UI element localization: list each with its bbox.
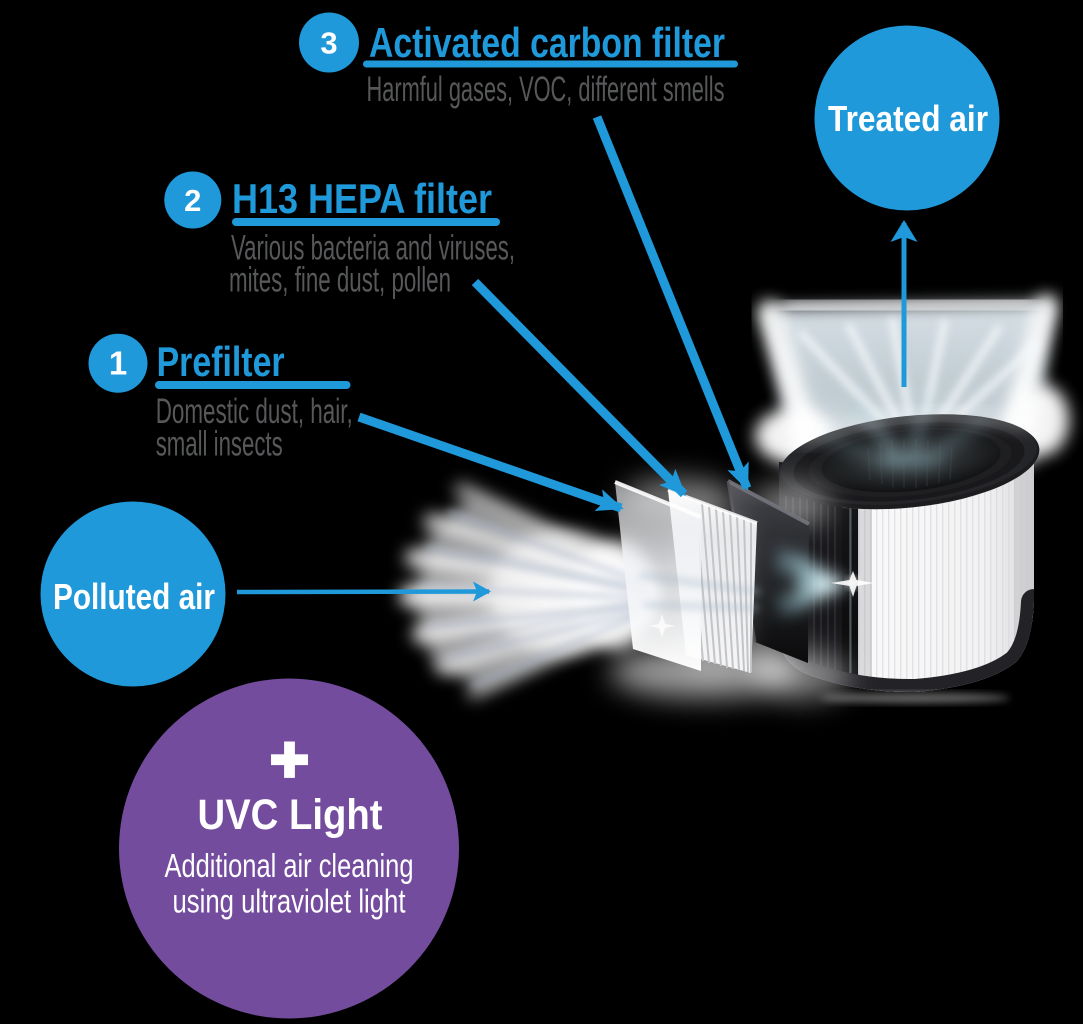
svg-text:2: 2 — [184, 183, 201, 218]
svg-text:UVC Light: UVC Light — [198, 791, 383, 839]
svg-text:Treated air: Treated air — [828, 98, 988, 139]
svg-text:Activated carbon filter: Activated carbon filter — [369, 19, 725, 66]
svg-text:using ultraviolet light: using ultraviolet light — [173, 883, 406, 920]
svg-text:mites, fine dust, pollen: mites, fine dust, pollen — [229, 261, 451, 300]
svg-text:3: 3 — [320, 26, 337, 61]
svg-text:Prefilter: Prefilter — [157, 338, 285, 385]
svg-text:1: 1 — [109, 345, 127, 382]
svg-text:Various bacteria and viruses,: Various bacteria and viruses, — [231, 229, 515, 268]
svg-text:small insects: small insects — [156, 425, 283, 464]
svg-text:Additional air cleaning: Additional air cleaning — [165, 847, 414, 884]
svg-text:Domestic dust, hair,: Domestic dust, hair, — [156, 392, 353, 431]
svg-text:Harmful gases, VOC, different: Harmful gases, VOC, different smells — [367, 70, 725, 109]
svg-text:H13 HEPA filter: H13 HEPA filter — [232, 175, 492, 222]
svg-text:Polluted air: Polluted air — [53, 576, 215, 617]
